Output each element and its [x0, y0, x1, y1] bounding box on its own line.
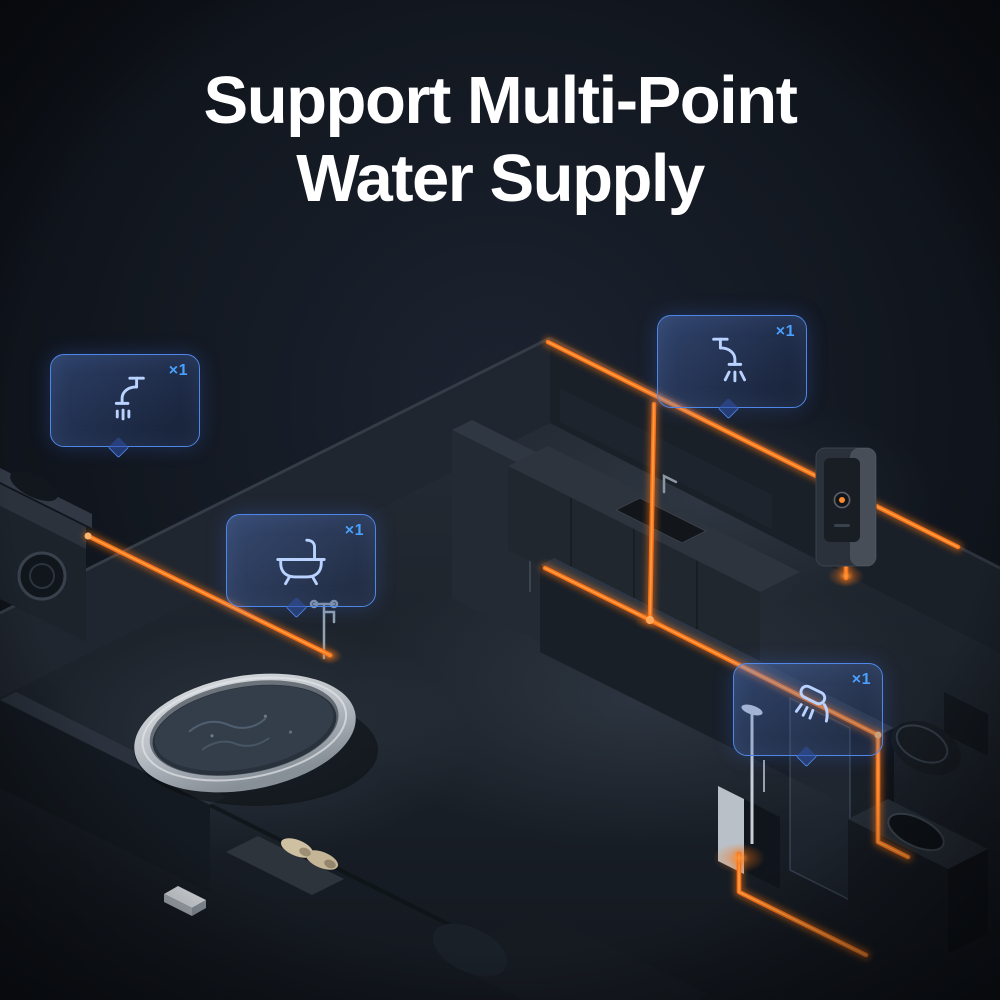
callout-shower: ×1	[733, 663, 883, 767]
shower-icon	[775, 680, 841, 743]
faucet-spray-icon	[699, 332, 765, 395]
callout-kitchen-faucet: ×1	[657, 315, 807, 419]
bathtub-icon	[268, 531, 334, 594]
page-title: Support Multi-Point Water Supply	[0, 62, 1000, 217]
count-badge: ×1	[168, 362, 188, 379]
callout-basin-faucet: ×1	[50, 354, 200, 458]
faucet-icon	[92, 371, 158, 434]
count-badge: ×1	[851, 671, 871, 688]
title-line-2: Water Supply	[296, 140, 705, 216]
title-line-1: Support Multi-Point	[203, 63, 798, 138]
count-badge: ×1	[775, 323, 795, 340]
callout-bathtub: ×1	[226, 514, 376, 618]
count-badge: ×1	[344, 522, 364, 539]
